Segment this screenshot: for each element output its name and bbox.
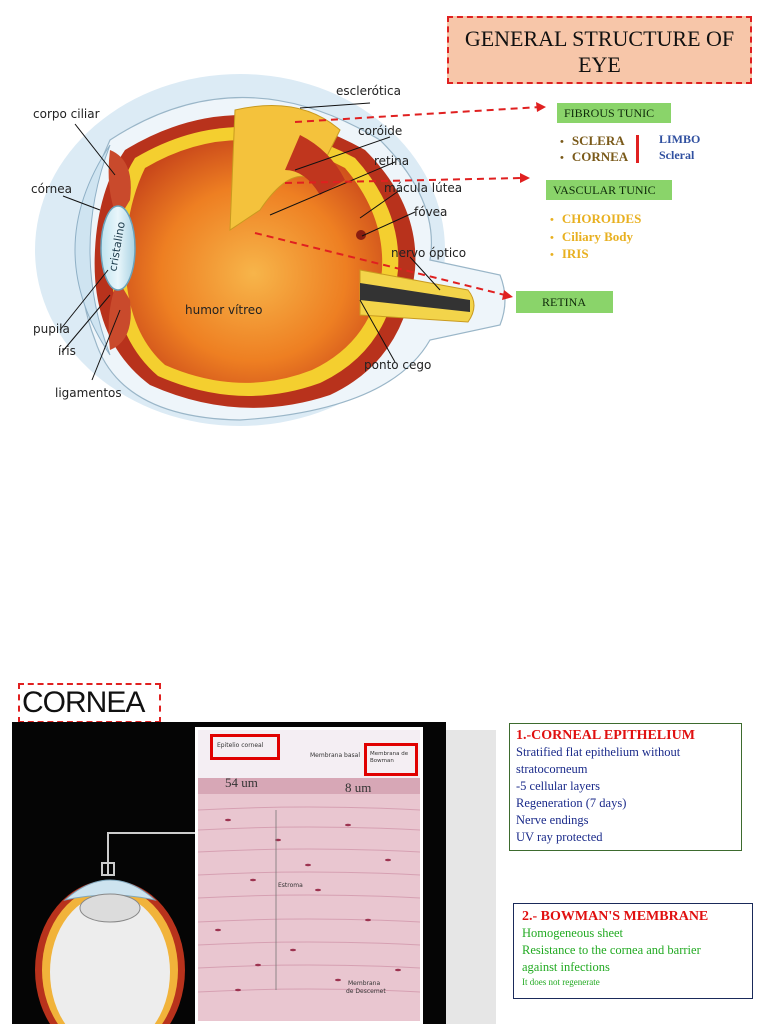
membrana-basal-label: Membrana basal bbox=[310, 752, 361, 759]
vascular-tunic-tag: VASCULAR TUNIC bbox=[546, 180, 672, 200]
label-humor-vitreo: humor vítreo bbox=[185, 303, 263, 317]
epitelio-label: Epitelio corneal bbox=[217, 742, 264, 749]
box1-line: stratocorneum bbox=[516, 762, 588, 776]
fibrous-item-cornea: •CORNEA bbox=[560, 149, 629, 164]
box1-line: Regeneration (7 days) bbox=[516, 796, 627, 810]
zoom-connector bbox=[101, 729, 205, 876]
label-fovea: fóvea bbox=[414, 205, 448, 219]
fibrous-item-cornea-label: CORNEA bbox=[571, 149, 629, 164]
fibrous-tunic-tag: FIBROUS TUNIC bbox=[557, 103, 671, 123]
fibrous-item-sclera-label: SCLERA bbox=[571, 133, 625, 148]
box1-line: Stratified flat epithelium without bbox=[516, 745, 681, 759]
estroma-label: Estroma bbox=[278, 882, 303, 889]
label-54um: 54 um bbox=[225, 775, 258, 790]
bowman-highlight bbox=[364, 743, 418, 776]
eye-thumbnail bbox=[35, 879, 185, 1024]
eye-illustration bbox=[35, 74, 506, 426]
label-macula: mácula lútea bbox=[384, 181, 463, 195]
bowman-membrane-heading: 2.- BOWMAN'S MEMBRANE bbox=[522, 909, 709, 924]
bowman-label: Membrana de Bowman bbox=[370, 751, 409, 764]
retina-tag: RETINA bbox=[516, 291, 613, 313]
limbo-text: LIMBO bbox=[659, 132, 701, 146]
vascular-item-iris: •IRIS bbox=[550, 246, 589, 261]
vascular-item-choroides: •CHOROIDES bbox=[550, 211, 642, 226]
label-coroide: coróide bbox=[358, 124, 403, 138]
box1-line: Nerve endings bbox=[516, 813, 589, 827]
box2-line: against infections bbox=[522, 960, 610, 974]
micrograph-frame bbox=[195, 727, 423, 1024]
label-corpo-ciliar: corpo ciliar bbox=[33, 107, 100, 121]
figure-backdrop bbox=[446, 730, 496, 1024]
descemet-label-2: de Descemet bbox=[346, 988, 386, 995]
vascular-item-ciliary-label: Ciliary Body bbox=[561, 229, 634, 244]
vascular-item-ciliary: •Ciliary Body bbox=[550, 229, 634, 244]
connector-arrows bbox=[254, 102, 546, 300]
label-nervo-optico: nervo óptico bbox=[391, 246, 467, 260]
descemet-label-1: Membrana bbox=[348, 980, 381, 987]
label-esclerotica: esclerótica bbox=[336, 84, 401, 98]
page-title: GENERAL STRUCTURE OF EYE bbox=[447, 16, 752, 84]
limbo-bracket bbox=[636, 135, 639, 163]
box2-line: Homogeneous sheet bbox=[522, 926, 624, 940]
box1-line: -5 cellular layers bbox=[516, 779, 600, 793]
micrograph-tissue bbox=[198, 730, 420, 1021]
label-iris: íris bbox=[58, 344, 76, 358]
scleral-text: Scleral bbox=[659, 148, 695, 162]
box2-line: Resistance to the cornea and barrier bbox=[522, 943, 701, 957]
corneal-epithelium-box: 1.-CORNEAL EPITHELIUM Stratified flat ep… bbox=[509, 723, 742, 851]
fibrous-item-sclera: •SCLERA bbox=[560, 133, 625, 148]
label-cornea: córnea bbox=[31, 182, 73, 196]
vascular-item-choroides-label: CHOROIDES bbox=[561, 211, 642, 226]
bowman-membrane-box: 2.- BOWMAN'S MEMBRANE Homogeneous sheet … bbox=[513, 903, 753, 999]
box1-line: UV ray protected bbox=[516, 830, 603, 844]
epitelio-highlight bbox=[210, 734, 280, 760]
label-ponto-cego: ponto cego bbox=[364, 358, 432, 372]
label-retina: retina bbox=[374, 154, 410, 168]
vascular-item-iris-label: IRIS bbox=[561, 246, 589, 261]
label-8um: 8 um bbox=[345, 780, 372, 795]
corneal-epithelium-heading: 1.-CORNEAL EPITHELIUM bbox=[516, 728, 695, 743]
label-pupila: pupila bbox=[33, 322, 70, 336]
cornea-section-title: CORNEA bbox=[18, 683, 161, 723]
label-ligamentos: ligamentos bbox=[55, 386, 122, 400]
box2-small-note: It does not regenerate bbox=[522, 977, 600, 987]
